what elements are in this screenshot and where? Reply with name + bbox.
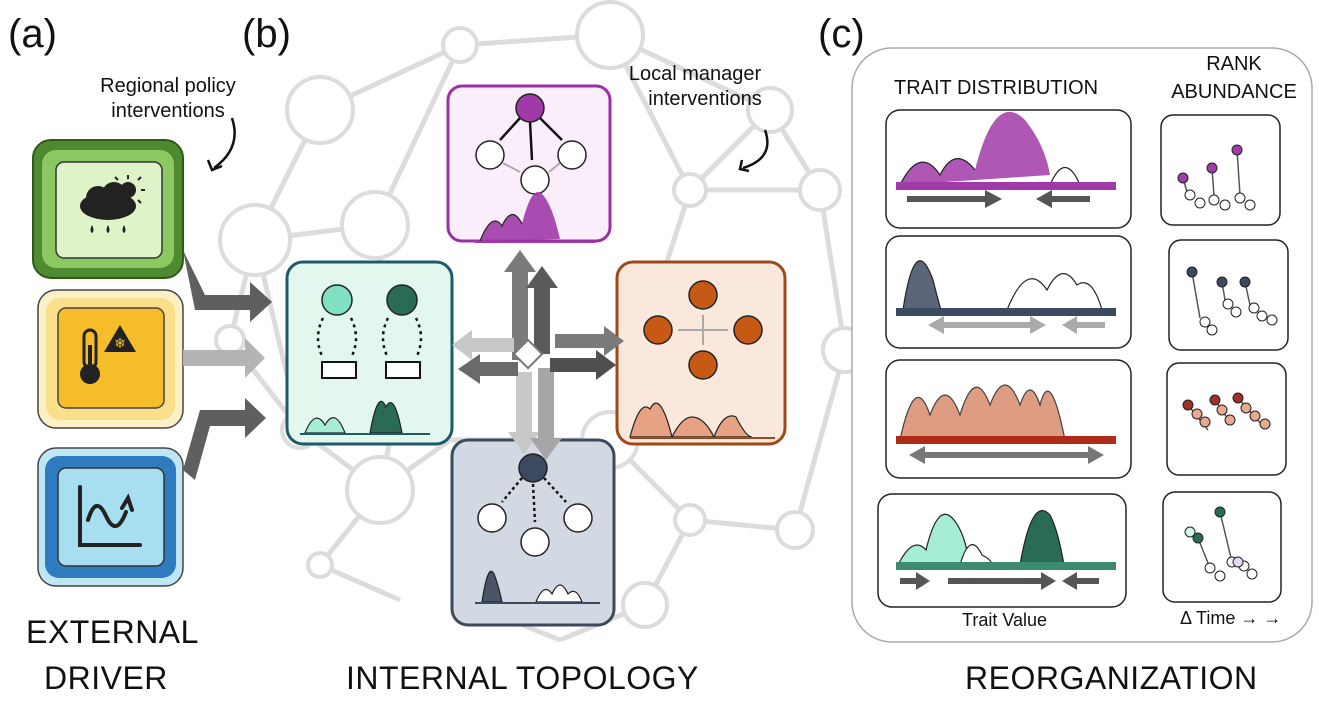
driver-arrows — [183, 250, 272, 480]
rank-box-3 — [1166, 362, 1287, 476]
rank-box-4 — [1162, 491, 1282, 603]
regional-policy-line2: interventions — [111, 100, 225, 122]
panel-label-c: (c) — [818, 12, 865, 56]
trait-box-1 — [885, 109, 1132, 229]
section-internal-topology: INTERNAL TOPOLOGY — [346, 660, 699, 696]
regional-policy-annotation: Regional policy interventions — [88, 74, 248, 124]
trait-box-2 — [885, 235, 1132, 349]
rank-box-1 — [1160, 114, 1281, 226]
panel-label-b: (b) — [242, 12, 291, 56]
module-purple — [446, 84, 612, 243]
panel-label-a: (a) — [8, 12, 57, 56]
regional-policy-line1: Regional policy — [100, 75, 236, 97]
annotation-arrows — [206, 117, 769, 173]
module-slate — [450, 438, 616, 627]
cloud-rain-sun-icon — [80, 175, 145, 233]
section-external-line2: DRIVER — [44, 660, 168, 696]
module-teal — [285, 260, 454, 446]
thermometer-frost-icon: ❄ — [80, 325, 136, 384]
delta-time-label: Δ Time → → — [1180, 608, 1282, 628]
driver-trend-box — [37, 447, 184, 587]
driver-temperature-box — [37, 289, 184, 429]
section-external-line1: EXTERNAL — [26, 614, 199, 650]
trait-box-4 — [877, 493, 1127, 608]
trait-value-label: Trait Value — [962, 610, 1048, 630]
trait-distribution-heading: TRAIT DISTRIBUTION — [894, 77, 1099, 99]
rank-abundance-heading: RANK ABUNDANCE — [1164, 50, 1304, 106]
curve-arrow-chart-icon — [78, 485, 142, 547]
rank-box-2 — [1168, 239, 1289, 351]
svg-text:❄: ❄ — [114, 336, 126, 352]
local-manager-line1: Local manager — [628, 63, 762, 85]
module-orange — [615, 260, 787, 446]
rank-heading-line2: ABUNDANCE — [1171, 81, 1297, 103]
local-manager-line2: interventions — [648, 88, 762, 110]
section-reorganization: REORGANIZATION — [965, 660, 1258, 696]
central-arrows — [452, 250, 624, 460]
trait-box-3 — [885, 359, 1132, 479]
local-manager-annotation: Local manager interventions — [610, 62, 780, 112]
rank-heading-line1: RANK — [1206, 53, 1262, 75]
